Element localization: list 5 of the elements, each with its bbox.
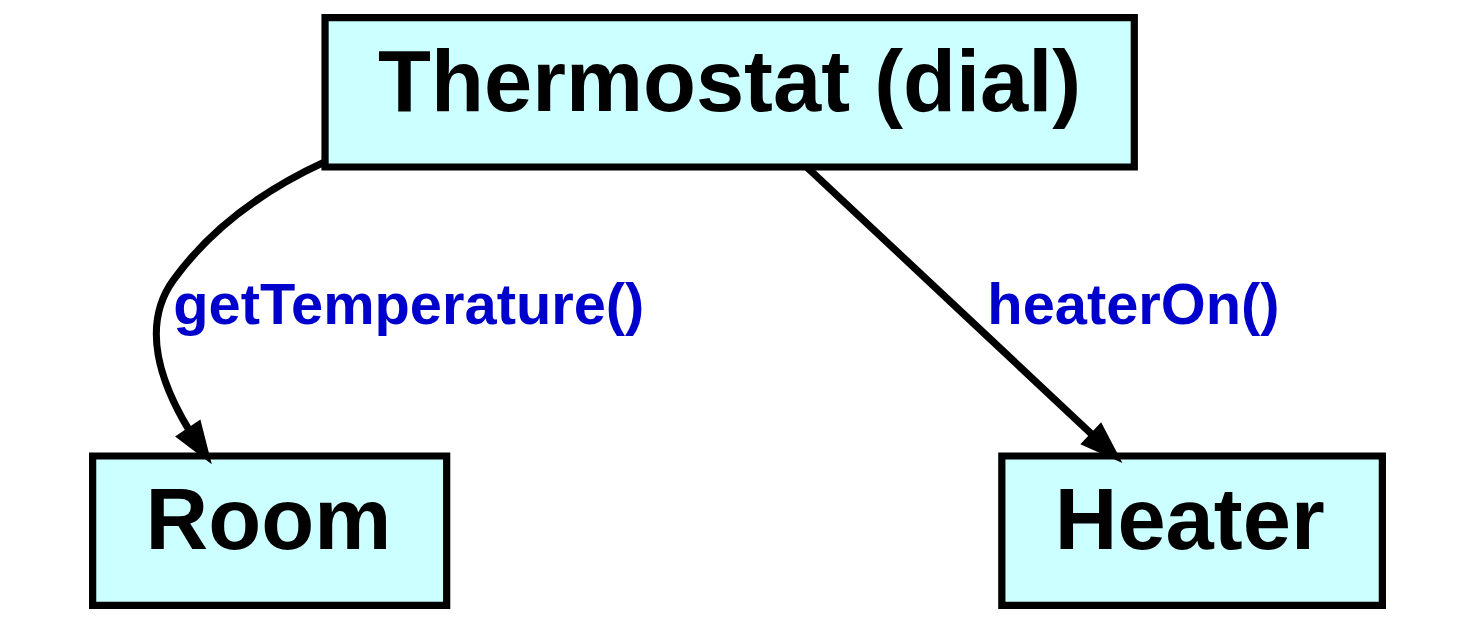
node-box: Thermostat (dial) bbox=[321, 14, 1138, 171]
edge-label: heaterOn() bbox=[987, 272, 1280, 337]
node-box: Room bbox=[89, 452, 451, 609]
edge-label: getTemperature() bbox=[173, 272, 645, 337]
node-box: Heater bbox=[998, 452, 1386, 609]
